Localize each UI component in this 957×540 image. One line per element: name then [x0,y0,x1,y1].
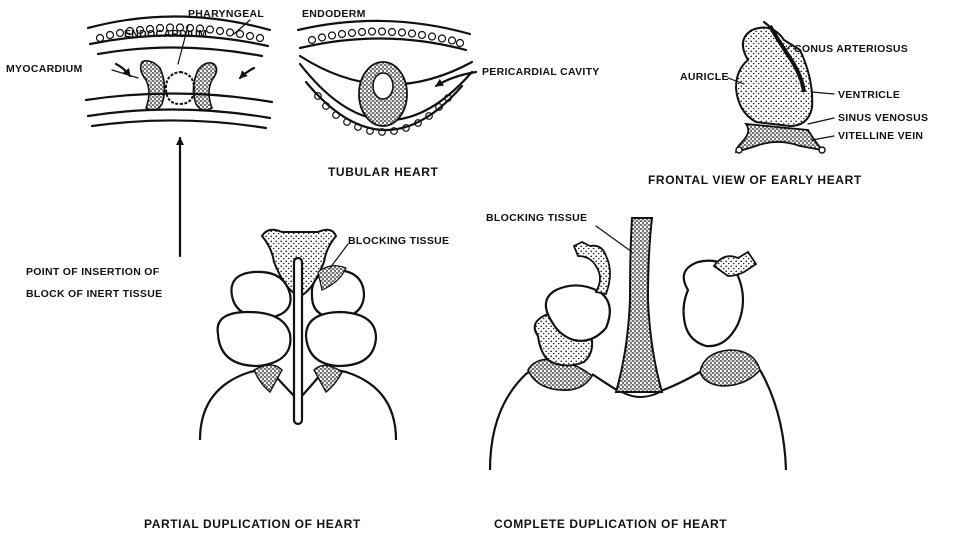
myocardium-right-fold [193,63,216,110]
partial-right-heart-lower [306,312,376,366]
label-endoderm: ENDODERM [302,8,366,20]
caption-tubular-heart: TUBULAR HEART [328,165,439,179]
partial-duplication-heart [200,230,396,440]
caption-partial-duplication: PARTIAL DUPLICATION OF HEART [144,517,361,531]
label-blocking-tissue-complete: BLOCKING TISSUE [486,212,587,224]
label-auricle: AURICLE [680,71,729,83]
complete-duplication-heart [490,218,786,470]
partial-left-heart-upper [231,272,290,318]
frontal-view-early-heart [728,22,834,153]
label-pericardial-cavity: PERICARDIAL CAVITY [482,66,600,78]
label-ventricle: VENTRICLE [838,89,900,101]
label-insertion-line1: POINT OF INSERTION OF [26,266,160,278]
endocardium-tube [166,72,194,104]
caption-frontal-view: FRONTAL VIEW OF EARLY HEART [648,173,862,187]
tubular-heart-lumen [373,73,393,99]
label-insertion-line2: BLOCK OF INERT TISSUE [26,288,162,300]
label-blocking-tissue-partial: BLOCKING TISSUE [348,235,449,247]
caption-complete-duplication: COMPLETE DUPLICATION OF HEART [494,517,727,531]
label-endocardium: ENDOCARDIUM [124,28,207,40]
cross-section-tubular [298,21,476,135]
sinus-venosus-shape [736,124,822,152]
complete-blocking-tissue [616,218,662,392]
label-vitelline-vein: VITELLINE VEIN [838,130,923,142]
myocardium-left-fold [141,61,165,110]
label-myocardium: MYOCARDIUM [6,63,83,75]
label-conus-arteriosus: CONUS ARTERIOSUS [794,43,908,55]
label-pharyngeal: PHARYNGEAL [188,8,264,20]
partial-left-heart-lower [218,312,291,366]
label-sinus-venosus: SINUS VENOSUS [838,112,928,124]
partial-blocking-tissue [294,258,302,424]
